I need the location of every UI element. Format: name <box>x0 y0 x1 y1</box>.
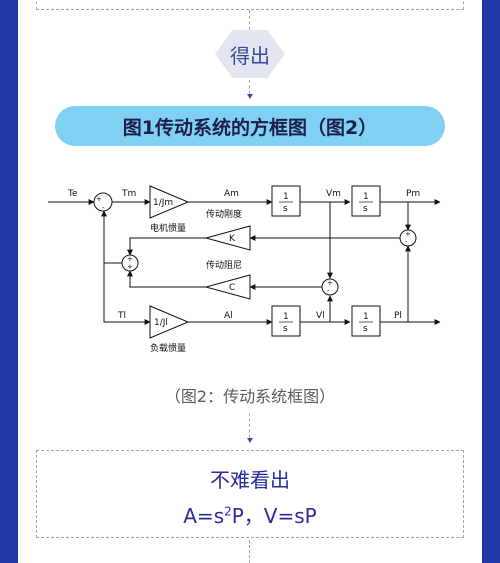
connector-line-bottom <box>249 540 250 563</box>
integrator-block-2 <box>351 185 381 217</box>
section-title-text: 图1传动系统的方框图（图2） <box>122 116 378 139</box>
result-badge: 得出 <box>215 30 285 78</box>
sign: - <box>327 287 330 295</box>
gain-block-c <box>204 274 251 300</box>
result-formula-b: P，V=sP <box>231 504 317 528</box>
sum-junction-2 <box>121 254 139 272</box>
integrator-block-3 <box>271 305 301 337</box>
sign: + <box>96 195 102 203</box>
integrator-den: s <box>283 324 288 334</box>
badge-label: 得出 <box>230 43 270 68</box>
connector-arrow-badge <box>247 94 253 99</box>
signal-label-vm: Vm <box>326 189 341 199</box>
signal-label-te: Te <box>67 189 78 199</box>
annotation-damping: 传动阻尼 <box>206 259 242 271</box>
annotation-stiffness: 传动刚度 <box>206 208 242 220</box>
wire-k-out <box>127 237 206 256</box>
signal-label-pm: Pm <box>406 189 420 199</box>
gain-label-c: C <box>229 283 235 293</box>
integrator-num: 1 <box>283 192 289 202</box>
sign: - <box>405 238 408 246</box>
annotation-motor-inertia: 电机惯量 <box>150 222 186 234</box>
gain-label-k: K <box>229 234 236 244</box>
result-line-2: A=s2P，V=sP <box>0 500 500 529</box>
result-line-1: 不难看出 <box>210 468 290 492</box>
integrator-den: s <box>363 204 368 214</box>
integrator-num: 1 <box>363 192 369 202</box>
result-formula-sup: 2 <box>224 504 232 519</box>
wire-bus-down <box>103 263 151 325</box>
sum-junction-k <box>399 229 417 247</box>
section-title: 图1传动系统的方框图（图2） <box>55 106 445 146</box>
sign: + <box>127 255 133 263</box>
signal-label-tm: Tm <box>121 189 136 199</box>
sum-junction-c <box>321 278 339 296</box>
previous-section-box <box>36 0 464 10</box>
signal-label-al: Al <box>224 311 233 321</box>
integrator-block-1 <box>271 185 301 217</box>
signal-label-vl: Vl <box>316 311 325 321</box>
integrator-den: s <box>363 324 368 334</box>
signal-label-tl: Tl <box>117 311 126 321</box>
signal-label-am: Am <box>224 189 239 199</box>
gain-label-jl: 1/Jl <box>154 318 168 328</box>
annotation-load-inertia: 负载惯量 <box>150 342 186 354</box>
connector-line-badge <box>249 80 250 94</box>
sum-junction-1 <box>93 192 113 212</box>
sign: + <box>127 263 133 271</box>
connector-line-caption <box>249 413 250 438</box>
sign: - <box>102 204 105 212</box>
integrator-num: 1 <box>363 312 369 322</box>
result-box <box>36 450 464 538</box>
gain-label-jm: 1/Jm <box>153 198 173 208</box>
connector-line-top <box>249 10 250 30</box>
connector-arrow-caption <box>247 438 253 443</box>
sign: + <box>405 230 411 238</box>
integrator-block-4 <box>351 305 381 337</box>
result-formula-a: A=s <box>183 504 225 528</box>
wire-c-out <box>127 270 206 288</box>
gain-block-jl <box>149 305 190 339</box>
integrator-den: s <box>283 204 288 214</box>
gain-block-k <box>204 225 251 251</box>
sign: + <box>327 279 333 287</box>
integrator-num: 1 <box>283 312 289 322</box>
diagram-caption: （图2：传动系统框图） <box>164 387 336 406</box>
gain-block-jm <box>149 185 190 219</box>
signal-label-pl: Pl <box>394 311 402 321</box>
